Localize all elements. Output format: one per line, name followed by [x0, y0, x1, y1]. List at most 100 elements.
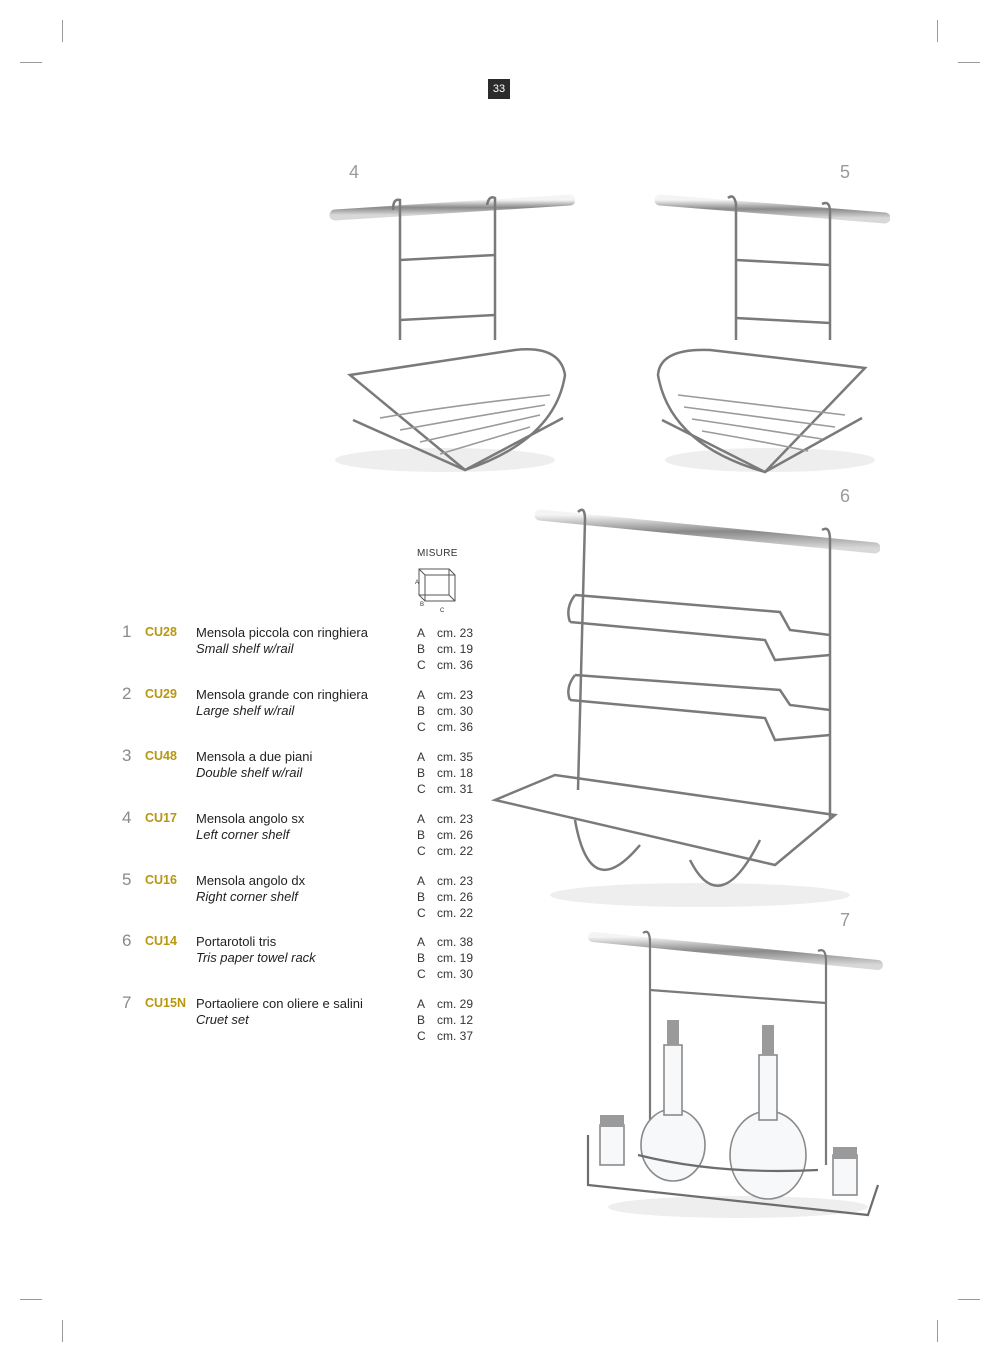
product-entry: 3 CU48 Mensola a due piani Double shelf …: [122, 746, 482, 801]
dimension-letter: A: [417, 997, 426, 1011]
dimension-letter: C: [417, 782, 426, 796]
dimension-letter: C: [417, 906, 426, 920]
product-name-english: Small shelf w/rail: [196, 641, 294, 656]
product-name-italian: Portarotoli tris: [196, 934, 277, 949]
product-code: CU14: [145, 934, 177, 948]
dimension-letter: B: [417, 642, 426, 656]
dimension-letter: A: [417, 874, 426, 888]
dimension-value: cm. 26: [437, 890, 474, 904]
product-name-italian: Mensola angolo sx: [196, 811, 305, 826]
product-name-italian: Mensola a due piani: [196, 749, 313, 764]
cube-letter-c: C: [440, 608, 445, 614]
cube-letter-a: A: [415, 580, 419, 586]
dimension-value: cm. 37: [437, 1029, 474, 1043]
dimension-value: cm. 23: [437, 626, 474, 640]
dimension-letter: B: [417, 828, 426, 842]
dimension-value: cm. 12: [437, 1013, 474, 1027]
product-entry: 7 CU15N Portaoliere con oliere e salini …: [122, 993, 482, 1048]
dimension-letter: A: [417, 812, 426, 826]
product-entry: 4 CU17 Mensola angolo sx Left corner she…: [122, 808, 482, 863]
dimensions-cube-icon: A B C: [415, 568, 456, 614]
dimension-letter: C: [417, 1029, 426, 1043]
dimension-value: cm. 30: [437, 704, 474, 718]
figure-number-6: 6: [840, 486, 851, 506]
product-number: 4: [122, 808, 132, 827]
product-entry: 1 CU28 Mensola piccola con ringhiera Sma…: [122, 622, 482, 677]
dimension-letter: A: [417, 626, 426, 640]
dimension-letter: B: [417, 951, 426, 965]
page-number: 33: [488, 79, 510, 99]
dimension-letter: C: [417, 967, 426, 981]
product-name-english: Tris paper towel rack: [196, 950, 316, 965]
product-number: 2: [122, 684, 132, 703]
dimension-value: cm. 26: [437, 828, 474, 842]
dimension-letter: A: [417, 688, 426, 702]
dimension-value: cm. 23: [437, 688, 474, 702]
dimension-value: cm. 22: [437, 906, 474, 920]
crop-mark: [958, 1299, 980, 1300]
product-name-italian: Mensola piccola con ringhiera: [196, 625, 368, 640]
product-code: CU17: [145, 811, 177, 825]
crop-mark: [62, 1320, 63, 1342]
product-code: CU15N: [145, 996, 186, 1010]
cube-letter-b: B: [420, 602, 424, 608]
crop-mark: [62, 20, 63, 42]
crop-mark: [20, 62, 42, 63]
product-number: 7: [122, 993, 132, 1012]
crop-mark: [937, 20, 938, 42]
dimension-value: cm. 36: [437, 658, 474, 672]
dimension-value: cm. 22: [437, 844, 474, 858]
crop-mark: [20, 1299, 42, 1300]
crop-mark: [958, 62, 980, 63]
product-code: CU28: [145, 625, 177, 639]
dimension-value: cm. 23: [437, 812, 474, 826]
product-entry: 6 CU14 Portarotoli tris Tris paper towel…: [122, 931, 482, 986]
product-number: 1: [122, 622, 132, 641]
dimension-value: cm. 19: [437, 642, 474, 656]
product-name-italian: Mensola angolo dx: [196, 873, 306, 888]
figure-number-5: 5: [840, 162, 851, 182]
dimension-value: cm. 30: [437, 967, 474, 981]
crop-mark: [937, 1320, 938, 1342]
dimension-letter: B: [417, 704, 426, 718]
dimension-value: cm. 19: [437, 951, 474, 965]
product-name-italian: Mensola grande con ringhiera: [196, 687, 368, 702]
product-code: CU48: [145, 749, 177, 763]
dimensions-legend-label: MISURE: [417, 548, 458, 559]
product-number: 3: [122, 746, 132, 765]
product-name-english: Double shelf w/rail: [196, 765, 303, 780]
right-corner-shelf-image: [654, 194, 890, 474]
product-name-english: Large shelf w/rail: [196, 703, 295, 718]
cruet-set-image: [586, 930, 883, 1218]
dimension-value: cm. 36: [437, 720, 474, 734]
dimension-value: cm. 23: [437, 874, 474, 888]
dimension-value: cm. 18: [437, 766, 474, 780]
dimension-letter: C: [417, 658, 426, 672]
product-name-english: Cruet set: [196, 1012, 249, 1027]
figure-number-7: 7: [840, 910, 851, 930]
dimension-value: cm. 38: [437, 935, 474, 949]
dimension-letter: B: [417, 766, 426, 780]
